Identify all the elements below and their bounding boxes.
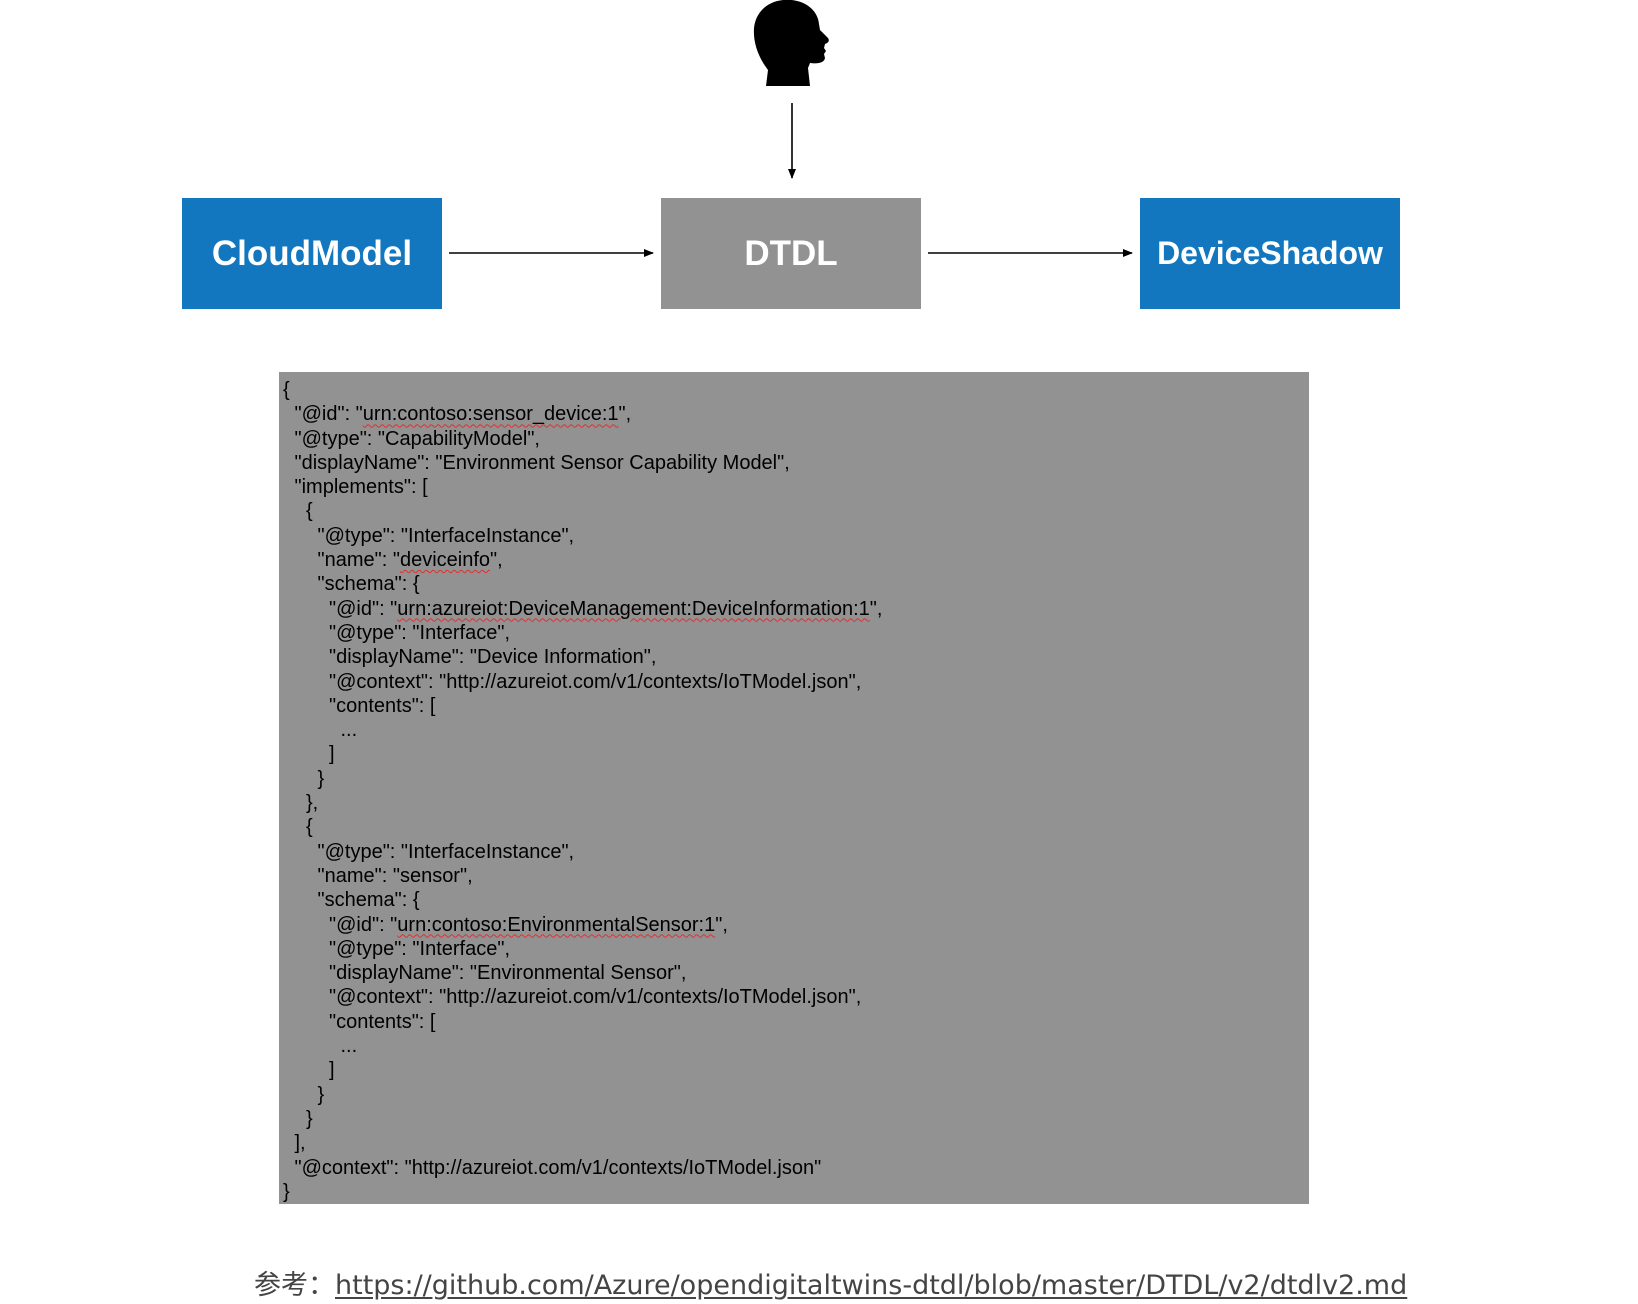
code-line: },: [283, 791, 882, 815]
code-text: ...: [340, 1035, 358, 1058]
spellcheck-flagged-text: urn:azureiot:DeviceManagement:DeviceInfo…: [397, 597, 870, 620]
code-line: "@id": "urn:contoso:sensor_device:1",: [283, 402, 882, 426]
code-text: "implements": [: [294, 476, 428, 499]
code-line: "@context": "http://azureiot.com/v1/cont…: [283, 670, 882, 694]
dtdl-code-sample: {"@id": "urn:contoso:sensor_device:1","@…: [279, 372, 1309, 1204]
code-line: "contents": [: [283, 1010, 882, 1034]
code-line: "@id": "urn:contoso:EnvironmentalSensor:…: [283, 913, 882, 937]
code-line: {: [283, 378, 882, 402]
code-line: ]: [283, 742, 882, 766]
code-line: ],: [283, 1131, 882, 1155]
code-text: ",: [618, 403, 632, 426]
code-lines: {"@id": "urn:contoso:sensor_device:1","@…: [283, 378, 882, 1204]
code-line: ...: [283, 1034, 882, 1058]
code-line: "@context": "http://azureiot.com/v1/cont…: [283, 985, 882, 1009]
code-text: {: [306, 816, 313, 839]
code-text: "schema": {: [317, 573, 420, 596]
reference-prefix: 参考：: [254, 1270, 335, 1301]
reference-link[interactable]: https://github.com/Azure/opendigitaltwin…: [335, 1270, 1408, 1301]
code-line: "@id": "urn:azureiot:DeviceManagement:De…: [283, 597, 882, 621]
code-text: "@type": "InterfaceInstance",: [317, 524, 575, 547]
code-text: ...: [340, 719, 358, 742]
code-line: "@context": "http://azureiot.com/v1/cont…: [283, 1156, 882, 1180]
code-line: "displayName": "Device Information",: [283, 645, 882, 669]
code-text: "@context": "http://azureiot.com/v1/cont…: [329, 670, 862, 693]
code-text: "@type": "Interface",: [329, 937, 510, 960]
code-text: {: [306, 500, 313, 523]
deviceshadow-label: DeviceShadow: [1157, 235, 1383, 271]
code-text: "@type": "InterfaceInstance",: [317, 840, 575, 863]
code-text: "@id": ": [329, 597, 398, 620]
code-text: "contents": [: [329, 694, 436, 717]
code-text: "schema": {: [317, 889, 420, 912]
code-text: "@id": ": [294, 403, 363, 426]
code-line: {: [283, 499, 882, 523]
code-text: "@context": "http://azureiot.com/v1/cont…: [329, 986, 862, 1009]
code-line: "@type": "Interface",: [283, 621, 882, 645]
code-line: "@type": "InterfaceInstance",: [283, 524, 882, 548]
dtdl-node: DTDL: [661, 198, 921, 309]
code-line: "displayName": "Environment Sensor Capab…: [283, 451, 882, 475]
code-text: "displayName": "Device Information",: [329, 646, 657, 669]
code-text: "@context": "http://azureiot.com/v1/cont…: [294, 1156, 822, 1179]
code-line: "@type": "Interface",: [283, 937, 882, 961]
code-text: "name": ": [317, 549, 400, 572]
spellcheck-flagged-text: urn:contoso:EnvironmentalSensor:1: [397, 913, 716, 936]
code-line: "@type": "InterfaceInstance",: [283, 840, 882, 864]
code-text: ",: [869, 597, 883, 620]
code-text: }: [317, 1083, 325, 1106]
code-line: "schema": {: [283, 888, 882, 912]
code-line: "implements": [: [283, 475, 882, 499]
code-text: {: [283, 379, 290, 401]
code-text: ",: [490, 549, 503, 572]
code-line: }: [283, 1107, 882, 1131]
code-line: ...: [283, 718, 882, 742]
reference-footer: 参考：https://github.com/Azure/opendigitalt…: [254, 1268, 1407, 1304]
code-line: "@type": "CapabilityModel",: [283, 427, 882, 451]
spellcheck-flagged-text: deviceinfo: [399, 549, 491, 572]
code-line: }: [283, 1083, 882, 1107]
code-text: ",: [715, 913, 728, 936]
code-text: ]: [329, 743, 335, 766]
code-line: {: [283, 815, 882, 839]
deviceshadow-node: DeviceShadow: [1140, 198, 1400, 309]
code-text: ],: [294, 1132, 306, 1155]
code-text: "@type": "CapabilityModel",: [294, 427, 540, 450]
code-line: "contents": [: [283, 694, 882, 718]
code-line: ]: [283, 1058, 882, 1082]
code-text: },: [306, 792, 319, 815]
code-text: "@type": "Interface",: [329, 621, 510, 644]
cloudmodel-node: CloudModel: [182, 198, 442, 309]
code-text: "@id": ": [329, 913, 398, 936]
code-line: "name": "deviceinfo",: [283, 548, 882, 572]
spellcheck-flagged-text: urn:contoso:sensor_device:1: [362, 403, 619, 426]
code-text: "name": "sensor",: [317, 864, 473, 887]
code-text: }: [317, 767, 325, 790]
code-line: }: [283, 767, 882, 791]
cloudmodel-label: CloudModel: [211, 233, 413, 273]
code-line: }: [283, 1180, 882, 1204]
code-text: "contents": [: [329, 1010, 436, 1033]
code-text: "displayName": "Environmental Sensor",: [329, 962, 687, 985]
code-text: ]: [329, 1059, 335, 1082]
dtdl-label: DTDL: [744, 233, 838, 273]
person-head-icon: [753, 0, 829, 86]
code-text: }: [283, 1180, 290, 1203]
code-line: "name": "sensor",: [283, 864, 882, 888]
code-text: "displayName": "Environment Sensor Capab…: [294, 451, 790, 474]
connector-layer: [449, 103, 1133, 257]
code-line: "schema": {: [283, 572, 882, 596]
code-text: }: [306, 1107, 313, 1130]
code-line: "displayName": "Environmental Sensor",: [283, 961, 882, 985]
